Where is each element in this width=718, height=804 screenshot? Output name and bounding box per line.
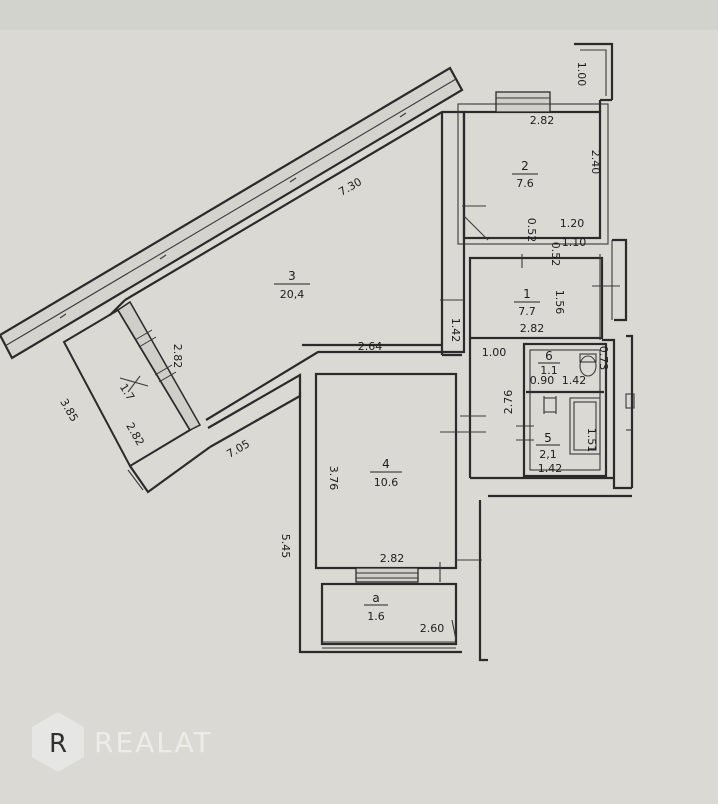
room-2-number: 2: [521, 159, 529, 173]
dim-142-room3: 1.42: [449, 318, 462, 343]
room-4-number: 4: [382, 457, 390, 471]
dim-264: 2.64: [358, 340, 383, 353]
room-1-number: 1: [523, 287, 531, 301]
dim-090: 0.90: [530, 374, 555, 387]
room-5-area: 2,1: [539, 448, 557, 461]
room-5-number: 5: [544, 431, 552, 445]
dim-260: 2.60: [420, 622, 445, 635]
dim-120: 1.20: [560, 217, 585, 230]
room-1-walls: [468, 238, 628, 478]
realat-watermark: R REALAT: [32, 712, 213, 772]
dim-376: 3.76: [327, 466, 340, 491]
room-labels: 3 20,4 2 7.6 1 7.7 4 10.6 6 1.1 5 2,1 a …: [117, 159, 560, 623]
dim-240: 2.40: [589, 150, 602, 175]
watermark-text: REALAT: [94, 726, 213, 759]
dim-073: 0.73: [597, 346, 610, 371]
loggia-number: a: [372, 591, 379, 605]
dim-545: 5.45: [279, 534, 292, 559]
dim-282-room4: 2.82: [380, 552, 405, 565]
room-3-number: 3: [288, 269, 296, 283]
room-3-walls: [109, 110, 466, 448]
dim-142-room6: 1.42: [562, 374, 587, 387]
dim-282-room2-top: 2.82: [530, 114, 555, 127]
dim-276: 2.76: [502, 390, 515, 415]
dim-282-balcony: 2.82: [171, 344, 184, 369]
dim-156: 1.56: [553, 290, 566, 315]
dim-052: 0.52: [525, 218, 538, 243]
dim-142-room5: 1.42: [538, 462, 563, 475]
balcony: [62, 300, 211, 494]
loggia-area: 1.6: [367, 610, 385, 623]
right-exterior-wall: [440, 334, 635, 662]
room-6-area: 1.1: [540, 364, 558, 377]
dim-110: 1.10: [562, 236, 587, 249]
realat-logo-icon: [32, 712, 84, 772]
dim-052b: 0.52: [549, 242, 562, 267]
svg-text:R: R: [49, 729, 67, 759]
room-6-number: 6: [545, 349, 553, 363]
dim-100-top: 1.00: [575, 62, 588, 87]
diagonal-exterior-wall: [0, 66, 464, 360]
room-2-walls: [457, 42, 614, 245]
dim-282-room1: 2.82: [520, 322, 545, 335]
room-1-area: 7.7: [518, 305, 536, 318]
room-3-area: 20,4: [280, 288, 305, 301]
room-2-area: 7.6: [516, 177, 534, 190]
room-4-area: 10.6: [374, 476, 399, 489]
room-4-walls: [298, 372, 482, 654]
dim-100-room1: 1.00: [482, 346, 507, 359]
bathroom-block: [522, 342, 608, 478]
loggia: [320, 582, 458, 649]
dim-151: 1.51: [585, 428, 598, 453]
